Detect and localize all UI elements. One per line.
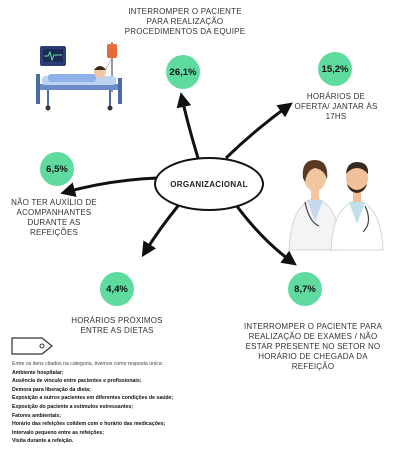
doctors-illustration: [288, 160, 384, 251]
arrow-to-bottom-right: [234, 204, 297, 266]
center-node: ORGANIZACIONAL: [154, 157, 264, 211]
tag-icon: [11, 337, 53, 355]
arrow-to-top: [176, 92, 200, 159]
node-top-percent: 26,1%: [166, 55, 200, 89]
hospital-bed-illustration: [36, 42, 122, 111]
arrow-to-top-right: [224, 102, 293, 160]
node-bottom-right-label: INTERROMPER O PACIENTE PARA REALIZAÇÃO D…: [243, 322, 382, 371]
list-item: Intervalo pequeno entre as refeições;: [12, 429, 104, 436]
list-item: Horário das refeições colidem com o horá…: [12, 421, 166, 428]
list-item: Exposição a outros pacientes em diferent…: [12, 395, 174, 402]
node-top-label: INTERROMPER O PACIENTE PARA REALIZAÇÃO P…: [124, 7, 246, 36]
node-bottom-left-label: HORÁRIOS PRÓXIMOS ENTRE AS DIETAS: [71, 316, 163, 335]
node-left-percent: 6,5%: [40, 152, 74, 186]
notes-intro: Entre os itens citados na categoria, tiv…: [12, 361, 164, 367]
list-item: Ausência de vínculo entre pacientes e pr…: [12, 378, 142, 385]
node-top-right-label: HORÁRIOS DE OFERTA/ JANTAR ÀS 17HS: [294, 92, 378, 121]
center-label: ORGANIZACIONAL: [170, 179, 248, 189]
node-top-right-percent: 15,2%: [318, 52, 352, 86]
list-item: Exposição do paciente a estímulos estres…: [12, 403, 134, 410]
list-item: Fatores ambientais;: [12, 412, 62, 419]
notes-block: Entre os itens citados na categoria, tiv…: [12, 360, 312, 446]
list-item: Demora para liberação da dieta;: [12, 386, 91, 393]
arrow-to-bottom-left: [141, 205, 180, 258]
node-left-label: NÃO TER AUXÍLIO DE ACOMPANHANTES DURANTE…: [11, 198, 97, 237]
arrow-to-left: [60, 176, 158, 197]
list-item: Visita durante a refeição.: [12, 438, 74, 445]
node-bottom-right-percent: 8,7%: [288, 272, 322, 306]
list-item: Ambiente hospitalar;: [12, 369, 64, 376]
node-bottom-left-percent: 4,4%: [100, 272, 134, 306]
